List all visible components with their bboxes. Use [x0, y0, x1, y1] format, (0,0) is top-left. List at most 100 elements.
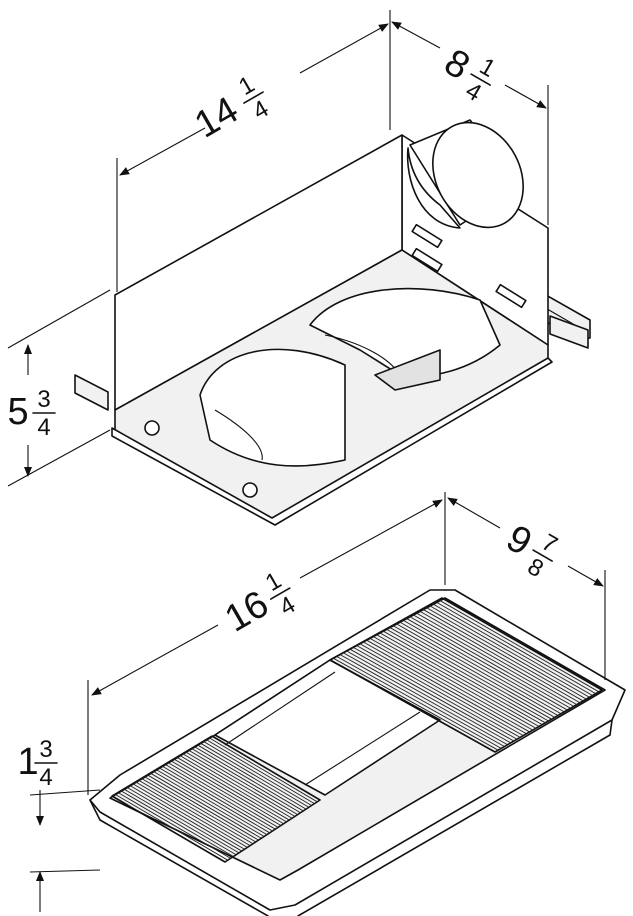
louver-slat — [405, 617, 568, 711]
louver-slat — [395, 623, 559, 716]
grille-height-label: 1 3 4 — [17, 736, 58, 791]
housing-height-whole: 5 — [7, 391, 28, 433]
louver-slat — [398, 621, 562, 715]
fan-housing — [74, 119, 591, 526]
grille-louvers-left — [111, 735, 321, 863]
louver-slat — [418, 610, 581, 704]
grille-height-dimension — [29, 789, 101, 912]
housing-height-num: 3 — [37, 386, 50, 413]
louver-slat — [349, 648, 515, 742]
grille-louvers-right — [329, 597, 603, 753]
louver-slat — [114, 793, 229, 861]
louver-slat — [336, 655, 502, 749]
louver-slat — [129, 785, 242, 852]
grille-depth-label: 9 7 8 — [499, 517, 562, 583]
louver-slat — [194, 746, 304, 812]
grille-depth-whole: 9 — [499, 517, 538, 564]
louver-slat — [176, 756, 287, 823]
grille-length-den: 4 — [275, 591, 300, 621]
louver-slat — [202, 740, 312, 806]
louver-slat — [422, 608, 584, 702]
louver-slat — [359, 643, 524, 736]
louver-slat — [208, 737, 318, 803]
housing-length-dimension — [116, 10, 391, 292]
mount-hole-left — [144, 420, 160, 436]
louver-slat — [164, 763, 276, 830]
right-mounting-tab — [549, 315, 589, 349]
louver-slat — [147, 774, 259, 841]
louver-slat — [362, 641, 527, 735]
louver-slat — [366, 639, 530, 733]
mount-hole-right — [242, 482, 258, 498]
housing-length-label: 14 1 4 — [188, 71, 273, 147]
louver-slat — [333, 657, 499, 751]
louver-slat — [389, 626, 552, 720]
housing-front-flange — [111, 357, 553, 526]
louver-slat — [155, 769, 268, 836]
louver-slat — [402, 619, 565, 713]
motor-block — [374, 349, 441, 391]
louver-slat — [408, 615, 571, 709]
louver-slat — [179, 755, 290, 821]
grille-depth-dimension — [447, 497, 606, 680]
louver-slat — [152, 770, 265, 837]
louver-slat — [182, 753, 293, 819]
louver-slat — [173, 758, 284, 825]
louver-slat — [339, 654, 505, 747]
louver-slat — [372, 635, 537, 729]
housing-length-whole: 14 — [188, 89, 246, 147]
blower-wheel-left — [199, 348, 346, 467]
louver-slat — [185, 751, 296, 817]
housing-depth-den: 4 — [461, 77, 486, 107]
louver-slat — [369, 637, 533, 731]
louver-slat — [188, 749, 298, 815]
grille-length-whole: 16 — [218, 583, 276, 641]
louver-slat — [197, 744, 307, 810]
louver-slat — [412, 614, 574, 707]
louver-slat — [356, 645, 521, 738]
louver-slat — [392, 624, 556, 718]
grille-height-num: 3 — [39, 736, 52, 763]
louver-slat — [415, 612, 578, 705]
grille-length-dimension — [87, 492, 446, 795]
louver-slat — [205, 739, 315, 805]
louver-slat — [191, 747, 301, 814]
louver-slat — [342, 652, 508, 746]
louver-slat — [170, 760, 282, 826]
grille-height-whole: 1 — [17, 741, 38, 783]
louver-slat — [117, 792, 231, 859]
louver-slat — [200, 742, 310, 808]
grille-height-den: 4 — [39, 764, 52, 791]
louver-slat — [158, 767, 270, 834]
louver-slat — [123, 788, 237, 856]
louver-slat — [132, 783, 245, 850]
louver-slat — [144, 776, 256, 843]
louver-slat — [135, 781, 248, 848]
louver-slat — [379, 632, 543, 726]
louver-slat — [120, 790, 234, 857]
louver-slat — [382, 630, 546, 724]
housing-depth-whole: 8 — [437, 41, 476, 88]
louver-slat — [126, 786, 240, 854]
louver-slat — [385, 628, 549, 722]
housing-height-dimension — [7, 289, 111, 487]
housing-height-den: 4 — [37, 414, 50, 441]
louver-slat — [141, 777, 254, 845]
louver-slat — [435, 601, 596, 695]
louver-slat — [428, 604, 590, 698]
louver-slat — [346, 650, 511, 744]
louver-slat — [161, 765, 273, 832]
housing-height-label: 5 3 4 — [7, 386, 56, 441]
fan-grille — [89, 589, 626, 916]
louver-slat — [352, 646, 518, 740]
housing-length-den: 4 — [248, 95, 273, 125]
louver-slat — [138, 779, 251, 846]
louver-slat — [167, 762, 279, 828]
louver-slat — [375, 634, 540, 727]
louver-slat — [431, 603, 593, 696]
housing-depth-dimension — [391, 21, 549, 225]
grille-depth-den: 8 — [523, 553, 548, 583]
housing-depth-label: 8 1 4 — [437, 41, 500, 107]
